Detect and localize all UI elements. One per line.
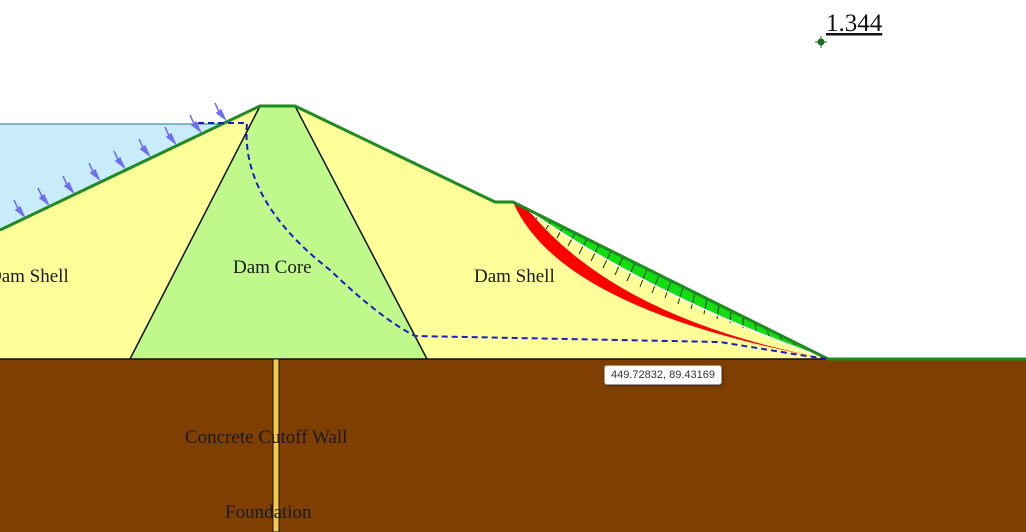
upstream-shell-label: Dam Shell	[0, 266, 69, 287]
slip-center-marker-icon[interactable]	[815, 36, 827, 48]
arrow-down-right-icon	[88, 162, 101, 182]
arrow-down-right-icon	[138, 138, 151, 158]
foundation-label: Foundation	[225, 502, 312, 523]
upstream-shell-region[interactable]	[0, 106, 260, 359]
arrow-down-right-icon	[37, 187, 50, 207]
foundation-region[interactable]	[0, 359, 1026, 532]
cursor-coordinates-tooltip: 449.72832, 89.43169	[604, 365, 722, 385]
core-label: Dam Core	[233, 257, 312, 278]
ground-surface-line[interactable]	[0, 104, 1026, 361]
water-load-arrows	[13, 102, 227, 219]
arrow-down-right-icon	[164, 126, 177, 146]
arrow-down-right-icon	[214, 102, 227, 122]
arrow-down-right-icon	[189, 114, 202, 134]
zone-boundaries	[0, 105, 828, 360]
phreatic-line[interactable]	[198, 122, 829, 360]
arrow-down-right-icon	[13, 199, 26, 219]
core-region[interactable]	[130, 106, 427, 359]
cutoff-wall-label: Concrete Cutoff Wall	[185, 427, 347, 448]
downstream-shell-label: Dam Shell	[474, 266, 555, 287]
arrow-down-right-icon	[113, 150, 126, 170]
factor-of-safety-label: 1.344	[826, 10, 883, 37]
concrete-cutoff-wall[interactable]	[272, 358, 280, 532]
slip-surface-inner-edge	[529, 211, 829, 360]
arrow-down-right-icon	[62, 175, 75, 195]
